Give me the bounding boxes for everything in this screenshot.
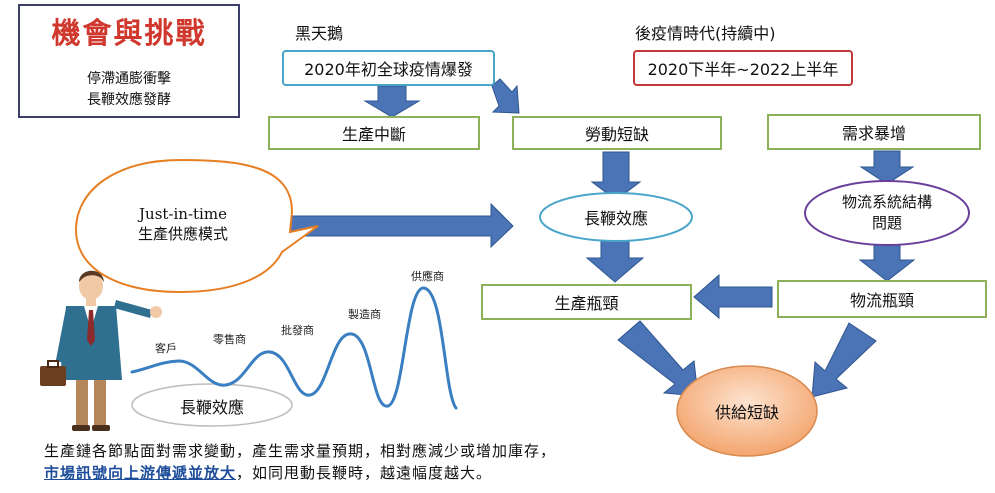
supply-shortage-node: 供給短缺	[690, 398, 804, 424]
logistics-problem-line2: 問題	[871, 214, 902, 232]
period-box: 2020下半年~2022上半年	[633, 50, 853, 86]
caption-line-1: 生產鏈各節點面對需求變動，產生需求量預期，相對應減少或增加庫存，	[44, 442, 557, 460]
wave-bullwhip-label: 長鞭效應	[179, 398, 244, 417]
logistics-bottleneck-box: 物流瓶頸	[777, 280, 987, 318]
production-bottleneck-box: 生產瓶頸	[481, 284, 692, 320]
bullwhip-ellipse	[539, 192, 693, 242]
arrow-demand-to-logistics	[859, 150, 915, 185]
arrow-bullwhip-to-bottleneck	[585, 239, 645, 283]
businessman-figure	[40, 270, 162, 431]
demand-surge-text: 需求暴增	[841, 124, 906, 143]
jit-speech-bubble	[74, 158, 319, 294]
caption-rest: ，如同甩動長鞭時，越遠幅度越大。	[236, 464, 493, 482]
caption-line-2: 市場訊號向上游傳遞並放大，如同甩動長鞭時，越遠幅度越大。	[44, 462, 492, 483]
black-swan-label: 黑天鵝	[295, 24, 344, 43]
bullwhip-text: 長鞭效應	[583, 209, 648, 228]
logistics-problem-node: 物流系統結構 問題	[810, 192, 964, 234]
page-title: 機會與挑戰	[51, 16, 207, 50]
wave-label-wholesaler: 批發商	[281, 324, 314, 337]
arrow-logistics-to-supply	[811, 322, 877, 398]
wave-label-supplier: 供應商	[411, 270, 444, 283]
period-text: 2020下半年~2022上半年	[647, 60, 839, 79]
title-subtitle-1: 停滯通膨衝擊	[87, 71, 171, 87]
jit-line1: Just-in-time	[139, 205, 227, 223]
outbreak-text: 2020年初全球疫情爆發	[304, 60, 473, 79]
labor-shortage-text: 勞動短缺	[584, 125, 649, 144]
logistics-problem-line1: 物流系統結構	[841, 193, 932, 211]
labor-shortage-box: 勞動短缺	[512, 116, 722, 150]
post-pandemic-label: 後疫情時代(持續中)	[635, 24, 776, 43]
supply-shortage-text: 供給短缺	[714, 403, 779, 422]
jit-speech-text: Just-in-time 生產供應模式	[108, 204, 258, 244]
logistics-bottleneck-text: 物流瓶頸	[849, 291, 914, 310]
wave-label-retailer: 零售商	[213, 333, 246, 346]
outbreak-box: 2020年初全球疫情爆發	[282, 50, 495, 86]
arrow-logistics-to-bottleneck	[858, 243, 916, 282]
wave-label-ellipse	[131, 383, 293, 427]
title-subtitle-2: 長鞭效應發酵	[87, 92, 171, 108]
wave-label-manufacturer: 製造商	[348, 308, 381, 321]
bullwhip-wave	[130, 286, 458, 410]
bullwhip-node: 長鞭效應	[548, 204, 684, 230]
arrow-production-to-supply	[617, 320, 699, 397]
arrow-jit-to-bullwhip	[289, 202, 514, 249]
logistics-ellipse	[804, 180, 970, 246]
demand-surge-box: 需求暴增	[767, 114, 981, 150]
arrow-outbreak-to-labor	[491, 78, 520, 114]
supply-shortage-ellipse	[676, 365, 818, 457]
wave-label-customer: 客戶	[155, 342, 177, 355]
production-bottleneck-text: 生產瓶頸	[554, 294, 619, 313]
arrow-labor-to-bullwhip	[590, 151, 642, 201]
title-frame	[18, 4, 240, 118]
jit-line2: 生產供應模式	[137, 225, 228, 243]
arrow-logistics-to-production	[693, 273, 773, 320]
caption-highlight: 市場訊號向上游傳遞並放大	[44, 464, 237, 482]
production-halt-text: 生產中斷	[341, 125, 406, 144]
arrow-outbreak-to-halt	[363, 85, 421, 118]
production-halt-box: 生產中斷	[268, 116, 480, 150]
